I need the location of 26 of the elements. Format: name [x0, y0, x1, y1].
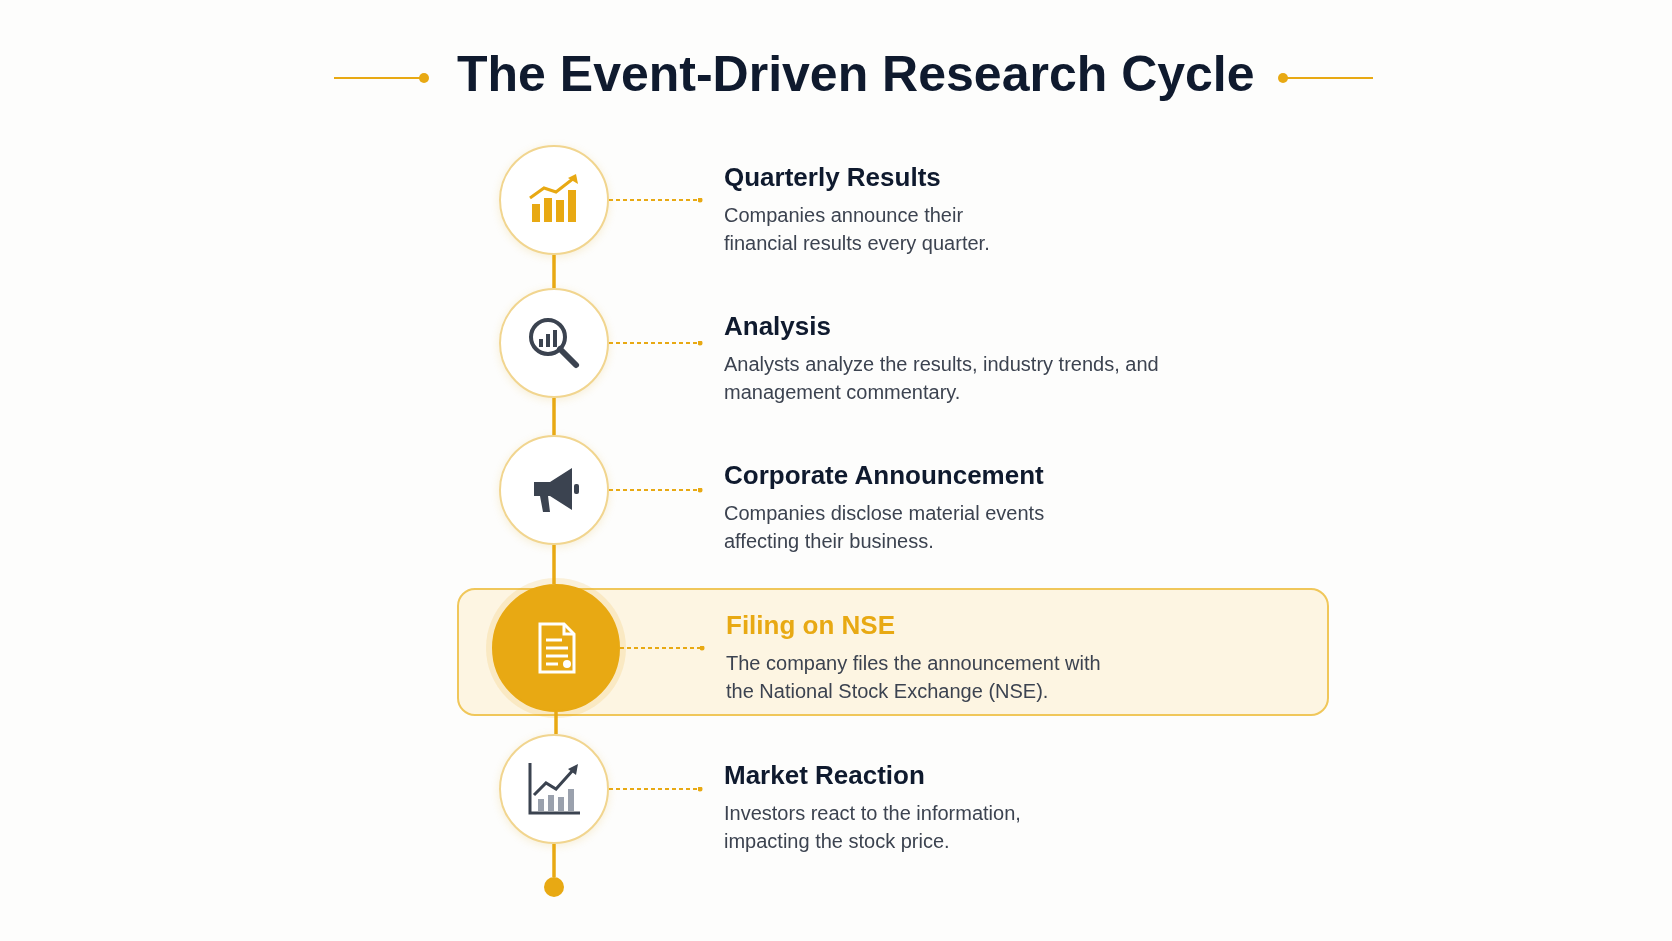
step-heading: Market Reaction — [724, 760, 925, 791]
icon-circle — [499, 145, 609, 255]
step-description: Analysts analyze the results, industry trends, and management commentary. — [724, 352, 1160, 405]
leader-line — [608, 340, 703, 346]
step-heading: Corporate Announcement — [724, 460, 1044, 491]
leader-line — [608, 786, 703, 792]
leader-line — [608, 487, 703, 493]
step-description: Investors react to the information, impacting the stock price. — [724, 801, 1022, 854]
step-description: The company files the announcement with the National Stock Exchange (NSE). — [726, 651, 1102, 704]
step-heading: Quarterly Results — [724, 162, 941, 193]
title: The Event-Driven Research Cycle — [457, 45, 1255, 103]
timeline-connector — [552, 398, 556, 435]
icon-circle — [499, 435, 609, 545]
icon-circle — [499, 288, 609, 398]
end-dot — [544, 877, 564, 897]
leader-line — [608, 197, 703, 203]
timeline-connector — [552, 545, 556, 584]
icon-circle — [492, 584, 620, 712]
step-description: Companies disclose material events affecting their business. — [724, 501, 1046, 554]
icon-circle — [499, 734, 609, 844]
timeline-connector — [552, 255, 556, 288]
step-heading: Analysis — [724, 311, 831, 342]
step-description: Companies announce their financial results every quarter. — [724, 203, 991, 256]
timeline-connector — [552, 844, 556, 877]
step-heading: Filing on NSE — [726, 610, 895, 641]
leader-line — [619, 645, 705, 651]
